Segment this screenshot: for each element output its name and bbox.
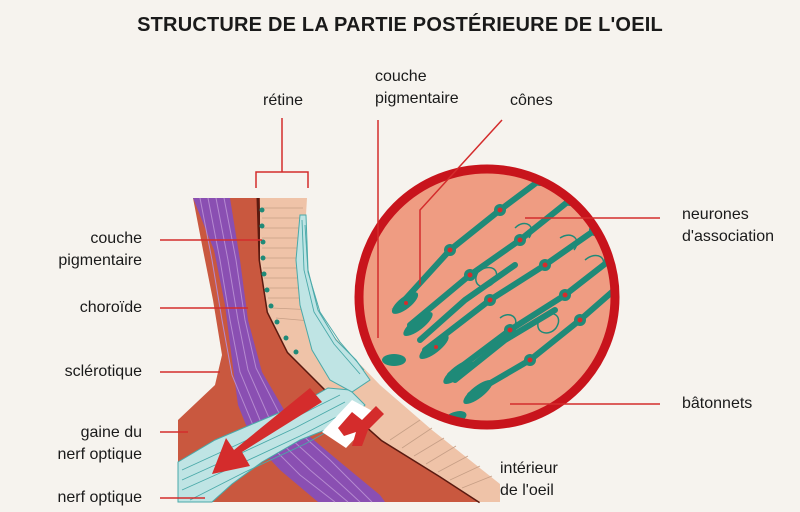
photoreceptor-cells bbox=[359, 174, 615, 425]
sclera-layer bbox=[193, 198, 385, 502]
label-batonnets: bâtonnets bbox=[682, 395, 753, 412]
label-gaine-nerf-optique: gaine du nerf optique bbox=[57, 424, 142, 463]
nerve-direction-arrow bbox=[212, 388, 322, 474]
retina-cell-dots bbox=[259, 207, 299, 355]
label-interieur-oeil: intérieur de l'oeil bbox=[500, 460, 558, 499]
label-choroide: choroïde bbox=[79, 299, 142, 316]
label-couche-pigmentaire-left: couche pigmentaire bbox=[58, 230, 142, 269]
label-couche-pigmentaire-top: couche pigmentaire bbox=[375, 68, 459, 107]
label-nerf-optique: nerf optique bbox=[57, 489, 142, 506]
label-cones: cônes bbox=[510, 92, 553, 109]
label-neurones-association: neurones d'association bbox=[682, 206, 774, 245]
retine-bracket bbox=[255, 171, 309, 188]
label-sclerotique: sclérotique bbox=[64, 363, 142, 380]
sclera-fibers bbox=[199, 197, 373, 503]
leader-lines bbox=[160, 118, 660, 499]
eye-wall-section bbox=[177, 197, 500, 504]
diagram-title: STRUCTURE DE LA PARTIE POSTÉRIEURE DE L'… bbox=[137, 14, 663, 36]
label-retine: rétine bbox=[262, 92, 304, 109]
optic-disc-marker bbox=[338, 406, 384, 446]
magnified-detail bbox=[354, 164, 620, 430]
